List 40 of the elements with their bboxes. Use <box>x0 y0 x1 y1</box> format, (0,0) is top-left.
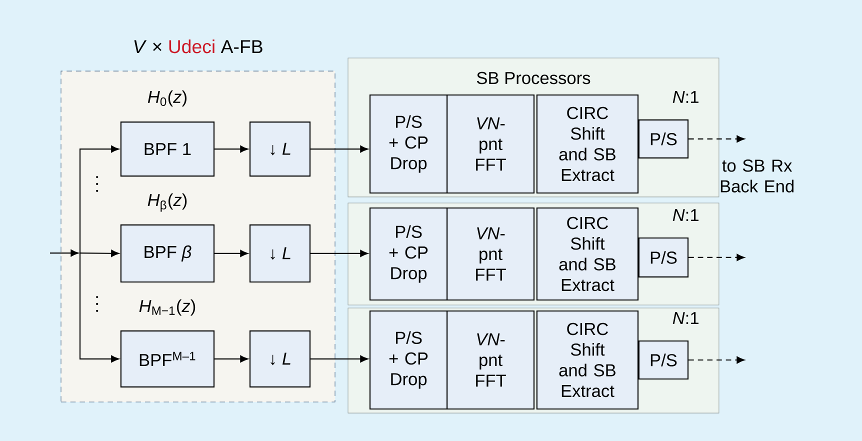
arrow <box>310 250 368 257</box>
transfer-function: H$_{M−1}$(z) <box>139 299 196 316</box>
arrow <box>688 135 745 142</box>
input-arrow <box>50 250 79 257</box>
block: P/S + CP Drop <box>369 207 448 301</box>
arrow <box>80 250 119 257</box>
ratio-label: N:1 <box>672 209 698 222</box>
group-title: V × Udeci A-FB <box>134 40 262 54</box>
block: BPF β <box>120 224 215 283</box>
block: CIRC Shift and SB Extract <box>536 94 639 194</box>
block: P/S + CP Drop <box>369 94 448 194</box>
arrow <box>310 146 368 153</box>
block: ↓ L <box>249 330 311 388</box>
transfer-function: H$_{β}$(z) <box>148 193 187 212</box>
arrow <box>310 355 368 362</box>
block: P/S <box>638 119 689 158</box>
block: ↓ L <box>249 224 311 283</box>
output-note: to SB Rx Back End <box>720 160 794 192</box>
block: CIRC Shift and SB Extract <box>536 310 639 410</box>
block: VN- pnt FFT <box>446 94 535 194</box>
block: VN- pnt FFT <box>446 310 535 410</box>
panel-title: SB Processors <box>476 72 590 84</box>
transfer-function: H$_{0}$(z) <box>148 90 186 107</box>
block: BPF$^{M–1}$ <box>120 330 215 388</box>
block: VN- pnt FFT <box>446 207 535 301</box>
arrow <box>214 146 248 153</box>
arrow <box>688 254 745 261</box>
arrow <box>79 146 119 254</box>
ratio-label: N:1 <box>672 91 698 103</box>
block: P/S <box>638 237 689 278</box>
block: ↓ L <box>249 122 311 177</box>
arrow <box>214 250 248 257</box>
ratio-label: N:1 <box>672 312 698 324</box>
arrow <box>688 356 745 364</box>
block: CIRC Shift and SB Extract <box>536 207 639 301</box>
block: P/S + CP Drop <box>369 310 448 410</box>
block: P/S <box>638 340 689 380</box>
block: BPF 1 <box>120 122 215 177</box>
arrow <box>214 355 248 362</box>
arrow <box>79 253 119 362</box>
